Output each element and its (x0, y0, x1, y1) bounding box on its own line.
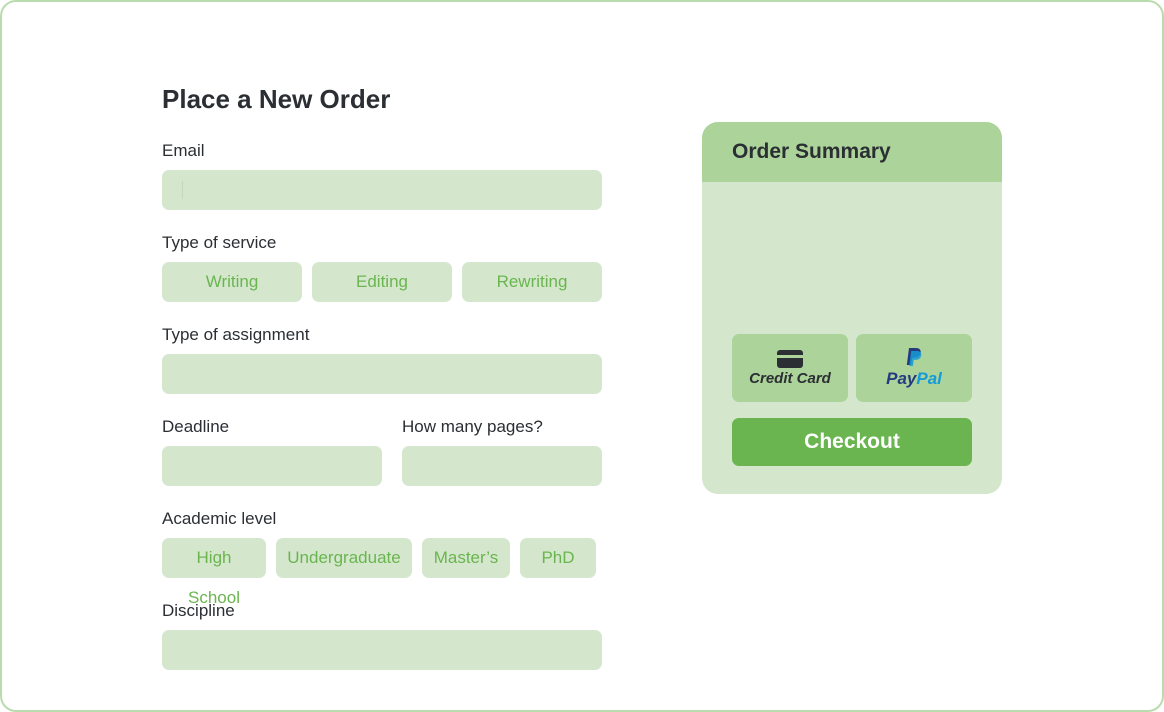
page-title: Place a New Order (162, 84, 391, 114)
pages-label: How many pages? (402, 417, 543, 436)
academic-level-options: High School Undergraduate Master’s PhD (162, 538, 602, 607)
service-option-rewriting[interactable]: Rewriting (462, 262, 602, 302)
assignment-select[interactable] (162, 354, 602, 394)
service-label: Type of service (162, 233, 277, 252)
email-field[interactable] (162, 170, 602, 210)
deadline-pages-row: Deadline How many pages? (162, 416, 602, 486)
checkout-button[interactable]: Checkout (732, 418, 972, 466)
paypal-label-pay: Pay (886, 369, 917, 388)
pages-field[interactable] (402, 446, 602, 486)
paypal-label: PayPal (886, 369, 942, 389)
service-option-writing[interactable]: Writing (162, 262, 302, 302)
assignment-label: Type of assignment (162, 325, 310, 344)
credit-card-label: Credit Card (749, 369, 831, 387)
deadline-label: Deadline (162, 417, 230, 436)
credit-card-button[interactable]: Credit Card (732, 334, 848, 402)
discipline-label: Discipline (162, 601, 235, 620)
email-label: Email (162, 141, 205, 160)
paypal-icon (906, 348, 922, 366)
order-summary-title: Order Summary (702, 122, 1002, 182)
discipline-select[interactable] (162, 630, 602, 670)
academic-level-label: Academic level (162, 509, 277, 528)
level-option-high-school[interactable]: High School (162, 538, 266, 607)
payment-methods: Credit Card PayPal (732, 334, 972, 402)
paypal-label-pal: Pal (916, 369, 942, 388)
order-summary-panel: Order Summary Credit Card PayPal Checkou… (702, 122, 1002, 494)
service-options: Writing Editing Rewriting (162, 262, 602, 302)
text-caret (182, 181, 183, 199)
credit-card-icon (777, 349, 803, 368)
level-option-undergraduate[interactable]: Undergraduate (276, 538, 412, 578)
level-option-masters[interactable]: Master’s (422, 538, 510, 578)
paypal-button[interactable]: PayPal (856, 334, 972, 402)
order-form: Place a New Order Email Type of service … (162, 80, 602, 670)
level-option-phd[interactable]: PhD (520, 538, 596, 578)
service-option-editing[interactable]: Editing (312, 262, 452, 302)
deadline-field[interactable] (162, 446, 382, 486)
